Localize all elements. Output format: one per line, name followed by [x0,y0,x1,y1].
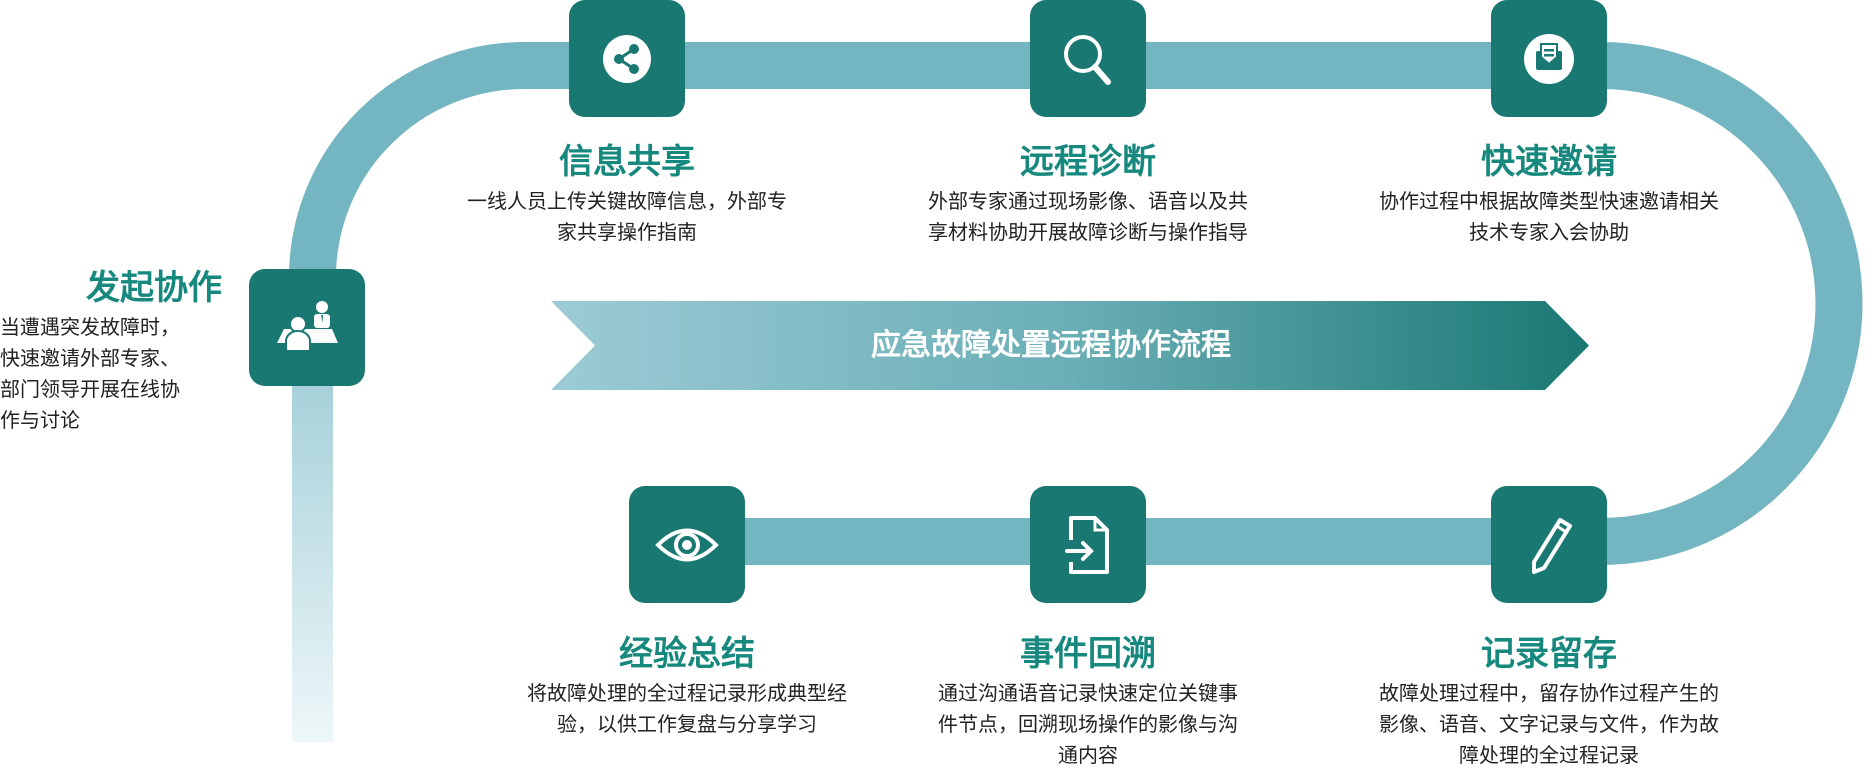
desc-line: 作与讨论 [0,408,80,432]
step-box-invite [1491,0,1607,117]
start-box [249,269,365,386]
meeting-icon [277,300,338,352]
desc-line: 当遭遇突发故障时， [0,315,180,339]
desc-line: 将故障处理的全过程记录形成典型经 [527,681,847,705]
step-box-diagnose [1030,0,1146,117]
step-title: 信息共享 [559,142,695,182]
step-desc: 外部专家通过现场影像、语音以及共 享材料协助开展故障诊断与操作指导 [888,186,1288,248]
desc-line: 快速邀请外部专家、 [0,346,180,370]
banner-arrow [551,301,1589,390]
step-desc: 故障处理过程中，留存协作过程产生的 影像、语音、文字记录与文件，作为故 障处理的… [1349,678,1749,771]
share-icon [603,34,651,83]
step-box-record [1491,486,1607,603]
file-import-icon [1065,515,1109,574]
step-desc: 协作过程中根据故障类型快速邀请相关 技术专家入会协助 [1349,186,1749,248]
step-title: 记录留存 [1481,634,1617,674]
step-title: 快速邀请 [1481,142,1617,182]
desc-line: 技术专家入会协助 [1469,220,1629,244]
inbox-icon [1524,33,1574,84]
desc-line: 外部专家通过现场影像、语音以及共 [928,189,1248,213]
search-icon [1064,34,1111,85]
step-title: 远程诊断 [1020,142,1156,182]
desc-line: 协作过程中根据故障类型快速邀请相关 [1379,189,1719,213]
track-path [289,42,1863,565]
step-desc: 通过沟通语音记录快速定位关键事 件节点，回溯现场操作的影像与沟 通内容 [888,678,1288,771]
step-box-trace [1030,486,1146,603]
step-desc: 将故障处理的全过程记录形成典型经 验，以供工作复盘与分享学习 [487,678,887,740]
desc-line: 障处理的全过程记录 [1459,743,1639,767]
start-desc: 当遭遇突发故障时， 快速邀请外部专家、 部门领导开展在线协 作与讨论 [0,312,220,436]
step-title: 经验总结 [619,634,755,674]
desc-line: 家共享操作指南 [557,220,697,244]
step-box-share [569,0,685,117]
start-title: 发起协作 [86,268,222,308]
desc-line: 验，以供工作复盘与分享学习 [557,712,817,736]
desc-line: 一线人员上传关键故障信息，外部专 [467,189,787,213]
desc-line: 通内容 [1058,743,1118,767]
step-box-summary [629,486,745,603]
step-title: 事件回溯 [1020,634,1156,674]
desc-line: 件节点，回溯现场操作的影像与沟 [938,712,1238,736]
desc-line: 通过沟通语音记录快速定位关键事 [938,681,1238,705]
banner-label: 应急故障处置远程协作流程 [871,328,1231,363]
pencil-icon [1532,517,1572,574]
desc-line: 部门领导开展在线协 [0,377,180,401]
desc-line: 故障处理过程中，留存协作过程产生的 [1379,681,1719,705]
eye-icon [655,528,719,561]
step-desc: 一线人员上传关键故障信息，外部专 家共享操作指南 [427,186,827,248]
track-fade-segment [292,330,333,742]
desc-line: 享材料协助开展故障诊断与操作指导 [928,220,1248,244]
desc-line: 影像、语音、文字记录与文件，作为故 [1379,712,1719,736]
